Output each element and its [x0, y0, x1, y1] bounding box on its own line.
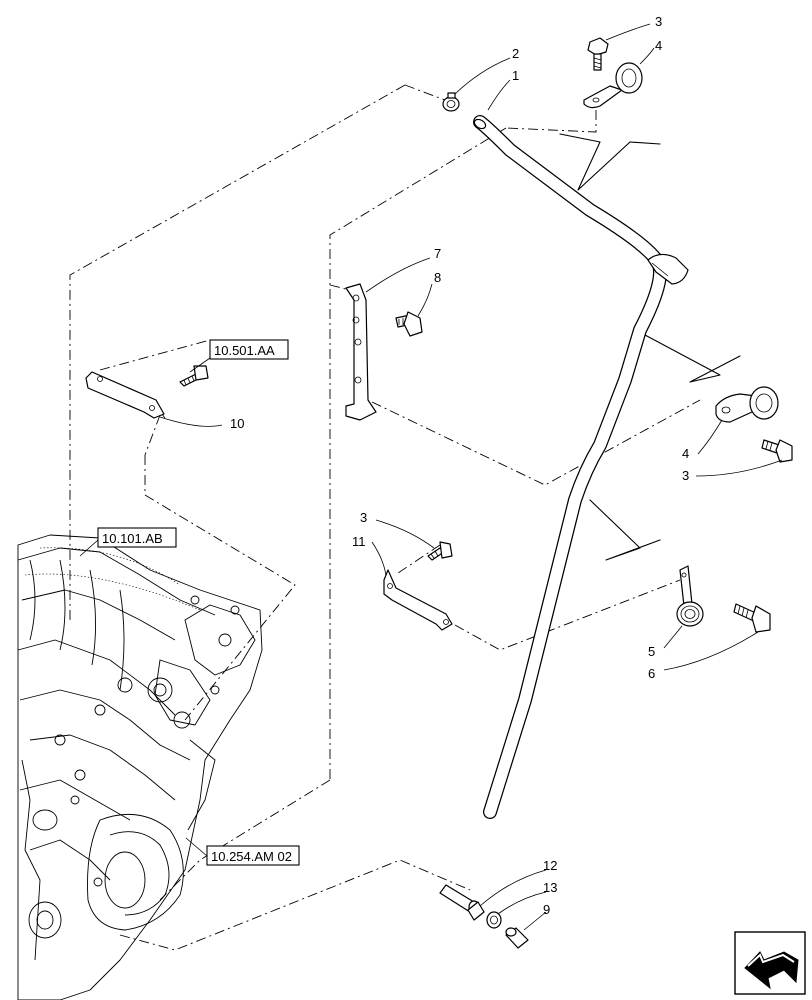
callout-4-top: 4 — [655, 38, 662, 53]
callout-11: 11 — [352, 534, 366, 549]
callout-10: 10 — [230, 416, 244, 431]
navigation-arrow-icon[interactable] — [734, 931, 806, 995]
callout-4-right: 4 — [682, 446, 689, 461]
callout-8: 8 — [434, 270, 441, 285]
bracket-part-7 — [345, 283, 377, 421]
clip-part-4-top — [583, 62, 643, 109]
bolt-part-10-ref — [179, 365, 209, 387]
clamp-part-2 — [442, 92, 460, 112]
bracket-part-11 — [383, 569, 453, 631]
assembly-leader-lines — [69, 84, 701, 951]
reference-label: 10.101.AB — [102, 531, 163, 546]
callout-9: 9 — [543, 902, 550, 917]
callout-3-right: 3 — [682, 468, 689, 483]
engine-illustration — [17, 534, 263, 1000]
callout-7: 7 — [434, 246, 441, 261]
callout-5: 5 — [648, 644, 655, 659]
callout-13: 13 — [543, 880, 557, 895]
bolt-part-3-middle — [427, 541, 453, 561]
callout-leaders — [79, 23, 783, 931]
callout-3-middle: 3 — [360, 510, 367, 525]
callout-1: 1 — [512, 68, 519, 83]
clip-part-4-right — [715, 386, 779, 423]
reference-box-10-101-ab[interactable]: 10.101.AB — [97, 527, 177, 548]
clamp-part-5 — [676, 565, 704, 627]
callout-2: 2 — [512, 46, 519, 61]
callout-numbers: 1 2 3 4 7 8 10 4 3 3 11 5 6 12 13 9 — [230, 14, 689, 917]
fitting-part-12 — [439, 884, 485, 921]
reference-box-10-501-aa[interactable]: 10.501.AA — [209, 339, 289, 360]
reference-box-10-254-am-02[interactable]: 10.254.AM 02 — [206, 845, 300, 866]
plug-part-9 — [505, 927, 529, 949]
ring-part-13 — [486, 911, 502, 929]
bolt-part-8 — [395, 311, 423, 337]
reference-label: 10.254.AM 02 — [211, 849, 292, 864]
bolt-part-6 — [733, 603, 771, 633]
callout-3-top: 3 — [655, 14, 662, 29]
bolt-part-3-top — [587, 37, 609, 71]
section-break-markers — [559, 133, 741, 561]
callout-12: 12 — [543, 858, 557, 873]
callout-6: 6 — [648, 666, 655, 681]
bolt-part-3-right — [761, 439, 793, 463]
tube-part-1 — [473, 115, 689, 819]
reference-label: 10.501.AA — [214, 343, 275, 358]
bracket-part-10 — [85, 371, 165, 419]
